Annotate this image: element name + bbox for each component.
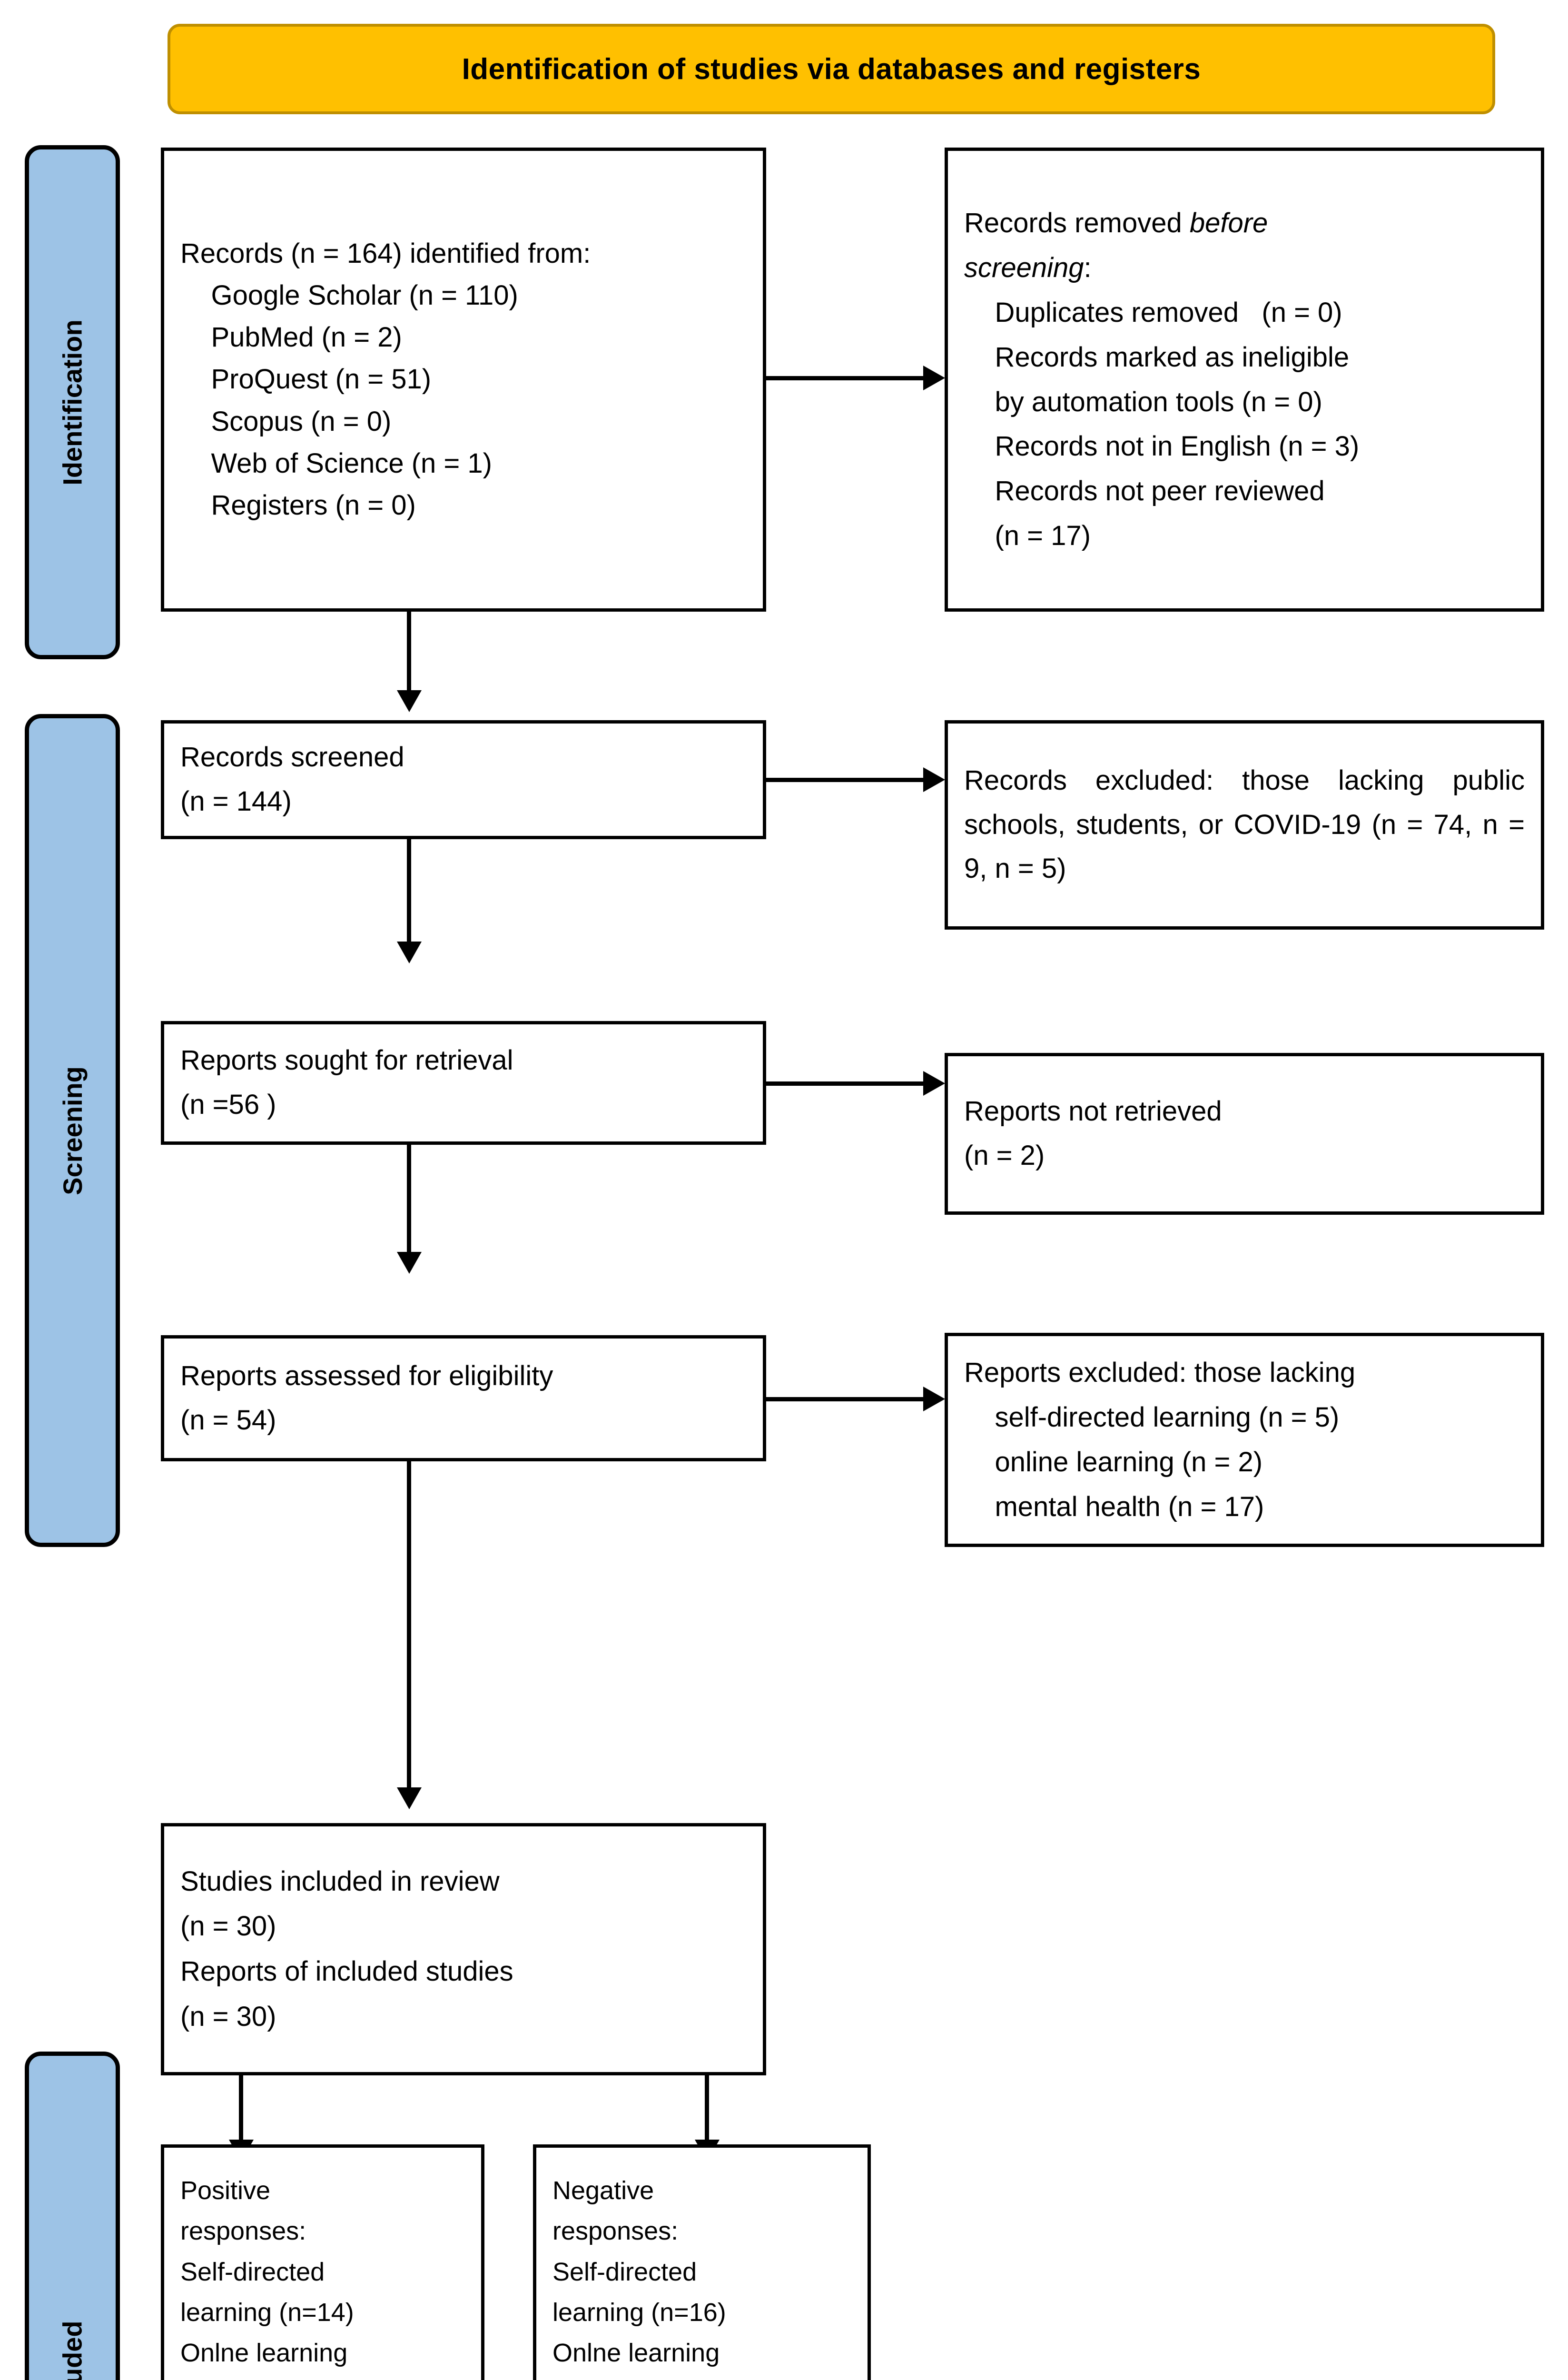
arrowhead-screened-to-excluded <box>923 767 945 792</box>
records-excluded-text: Records excluded: those lacking public s… <box>964 764 1533 884</box>
records-removed-heading-a: Records removed <box>964 207 1190 238</box>
connector-identified-to-screened <box>407 612 411 693</box>
positive-line-4: learning (n=14) <box>180 2298 354 2327</box>
phase-label-identification: Identification <box>57 319 88 486</box>
box-studies-included: Studies included in review (n = 30) Repo… <box>161 1823 766 2075</box>
negative-line-1: Negative <box>552 2176 654 2205</box>
records-removed-heading-colon: : <box>1084 252 1092 283</box>
reports-excluded-line-2: self-directed learning (n = 5) <box>964 1402 1340 1433</box>
negative-line-3: Self-directed <box>552 2257 697 2286</box>
reports-excluded-line-3: online learning (n = 2) <box>964 1447 1263 1478</box>
arrowhead-identified-to-removed <box>923 366 945 390</box>
records-removed-heading-italic-before: before <box>1189 207 1268 238</box>
connector-screened-to-sought <box>407 839 411 944</box>
connector-identified-to-removed <box>766 376 923 380</box>
reports-not-retrieved-line-2: (n = 2) <box>964 1140 1045 1171</box>
connector-included-to-positive <box>239 2075 243 2142</box>
box-records-excluded: Records excluded: those lacking public s… <box>945 720 1544 930</box>
records-identified-line-7: Registers (n = 0) <box>180 489 416 521</box>
negative-line-4: learning (n=16) <box>552 2298 726 2327</box>
negative-line-5: Onlne learning <box>552 2339 720 2368</box>
connector-screened-to-excluded <box>766 778 923 782</box>
reports-sought-line-2: (n =56 ) <box>180 1089 276 1120</box>
studies-included-line-3: Reports of included studies <box>180 1956 513 1987</box>
records-identified-line-1: Records (n = 164) identified from: <box>180 238 591 269</box>
box-records-removed: Records removed before screening: Duplic… <box>945 148 1544 612</box>
records-removed-line-1: Duplicates removed (n = 0) <box>964 297 1342 328</box>
studies-included-line-2: (n = 30) <box>180 1911 276 1942</box>
arrowhead-screened-to-sought <box>397 942 422 963</box>
positive-line-6: (n=13) <box>180 2374 465 2380</box>
arrowhead-sought-to-not-retrieved <box>923 1071 945 1096</box>
arrowhead-assessed-to-reports-excluded <box>923 1387 945 1411</box>
phase-pill-screening: Screening <box>25 714 120 1547</box>
arrowhead-assessed-to-studies-included <box>397 1787 422 1809</box>
studies-included-line-4: (n = 30) <box>180 2001 276 2032</box>
box-negative-responses: Negative responses: Self-directed learni… <box>533 2144 871 2380</box>
records-removed-heading-italic-screening: screening <box>964 252 1084 283</box>
box-reports-not-retrieved: Reports not retrieved (n = 2) <box>945 1053 1544 1215</box>
reports-sought-line-1: Reports sought for retrieval <box>180 1045 513 1076</box>
connector-sought-to-not-retrieved <box>766 1081 923 1086</box>
records-screened-line-2: (n = 144) <box>180 786 292 817</box>
positive-line-2: responses: <box>180 2217 306 2246</box>
reports-not-retrieved-line-1: Reports not retrieved <box>964 1096 1222 1127</box>
positive-line-5: Onlne learning <box>180 2339 348 2368</box>
records-removed-line-6: (n = 17) <box>964 520 1091 552</box>
arrowhead-sought-to-assessed <box>397 1252 422 1274</box>
studies-included-line-1: Studies included in review <box>180 1865 500 1897</box>
connector-included-to-negative <box>705 2075 709 2142</box>
reports-excluded-line-4: mental health (n = 17) <box>964 1491 1264 1522</box>
connector-sought-to-assessed <box>407 1145 411 1254</box>
banner-identification: Identification of studies via databases … <box>168 24 1495 114</box>
reports-assessed-line-2: (n = 54) <box>180 1404 276 1436</box>
records-removed-line-4: Records not in English (n = 3) <box>964 431 1360 462</box>
records-identified-line-4: ProQuest (n = 51) <box>180 364 432 395</box>
connector-assessed-to-reports-excluded <box>766 1397 923 1401</box>
box-records-identified: Records (n = 164) identified from: Googl… <box>161 148 766 612</box>
banner-title: Identification of studies via databases … <box>462 52 1201 86</box>
records-screened-line-1: Records screened <box>180 742 404 773</box>
phase-label-included: Included <box>57 2320 88 2380</box>
reports-excluded-line-1: Reports excluded: those lacking <box>964 1357 1356 1388</box>
records-identified-line-3: PubMed (n = 2) <box>180 322 402 353</box>
records-removed-line-3: by automation tools (n = 0) <box>964 386 1322 417</box>
box-positive-responses: Positive responses: Self-directed learni… <box>161 2144 484 2380</box>
records-identified-line-5: Scopus (n = 0) <box>180 406 392 437</box>
records-identified-line-2: Google Scholar (n = 110) <box>180 280 518 311</box>
negative-line-2: responses: <box>552 2217 679 2246</box>
reports-assessed-line-1: Reports assessed for eligibility <box>180 1360 553 1391</box>
phase-pill-identification: Identification <box>25 145 120 659</box>
records-removed-heading-2: screening: <box>964 246 1525 290</box>
connector-assessed-to-studies-included <box>407 1461 411 1790</box>
positive-line-3: Self-directed <box>180 2257 325 2286</box>
arrowhead-identified-to-screened <box>397 690 422 712</box>
box-records-screened: Records screened (n = 144) <box>161 720 766 839</box>
records-removed-line-2: Records marked as ineligible <box>964 341 1350 373</box>
records-identified-line-6: Web of Science (n = 1) <box>180 447 492 479</box>
box-reports-sought: Reports sought for retrieval (n =56 ) <box>161 1021 766 1145</box>
box-reports-assessed: Reports assessed for eligibility (n = 54… <box>161 1335 766 1461</box>
records-removed-line-5: Records not peer reviewed <box>964 476 1325 507</box>
records-removed-heading: Records removed before <box>964 201 1525 246</box>
box-reports-excluded: Reports excluded: those lacking self-dir… <box>945 1333 1544 1547</box>
phase-pill-included: Included <box>25 2052 120 2380</box>
positive-line-1: Positive <box>180 2176 271 2205</box>
phase-label-screening: Screening <box>57 1066 88 1195</box>
negative-line-6: (n=17) <box>552 2374 851 2380</box>
